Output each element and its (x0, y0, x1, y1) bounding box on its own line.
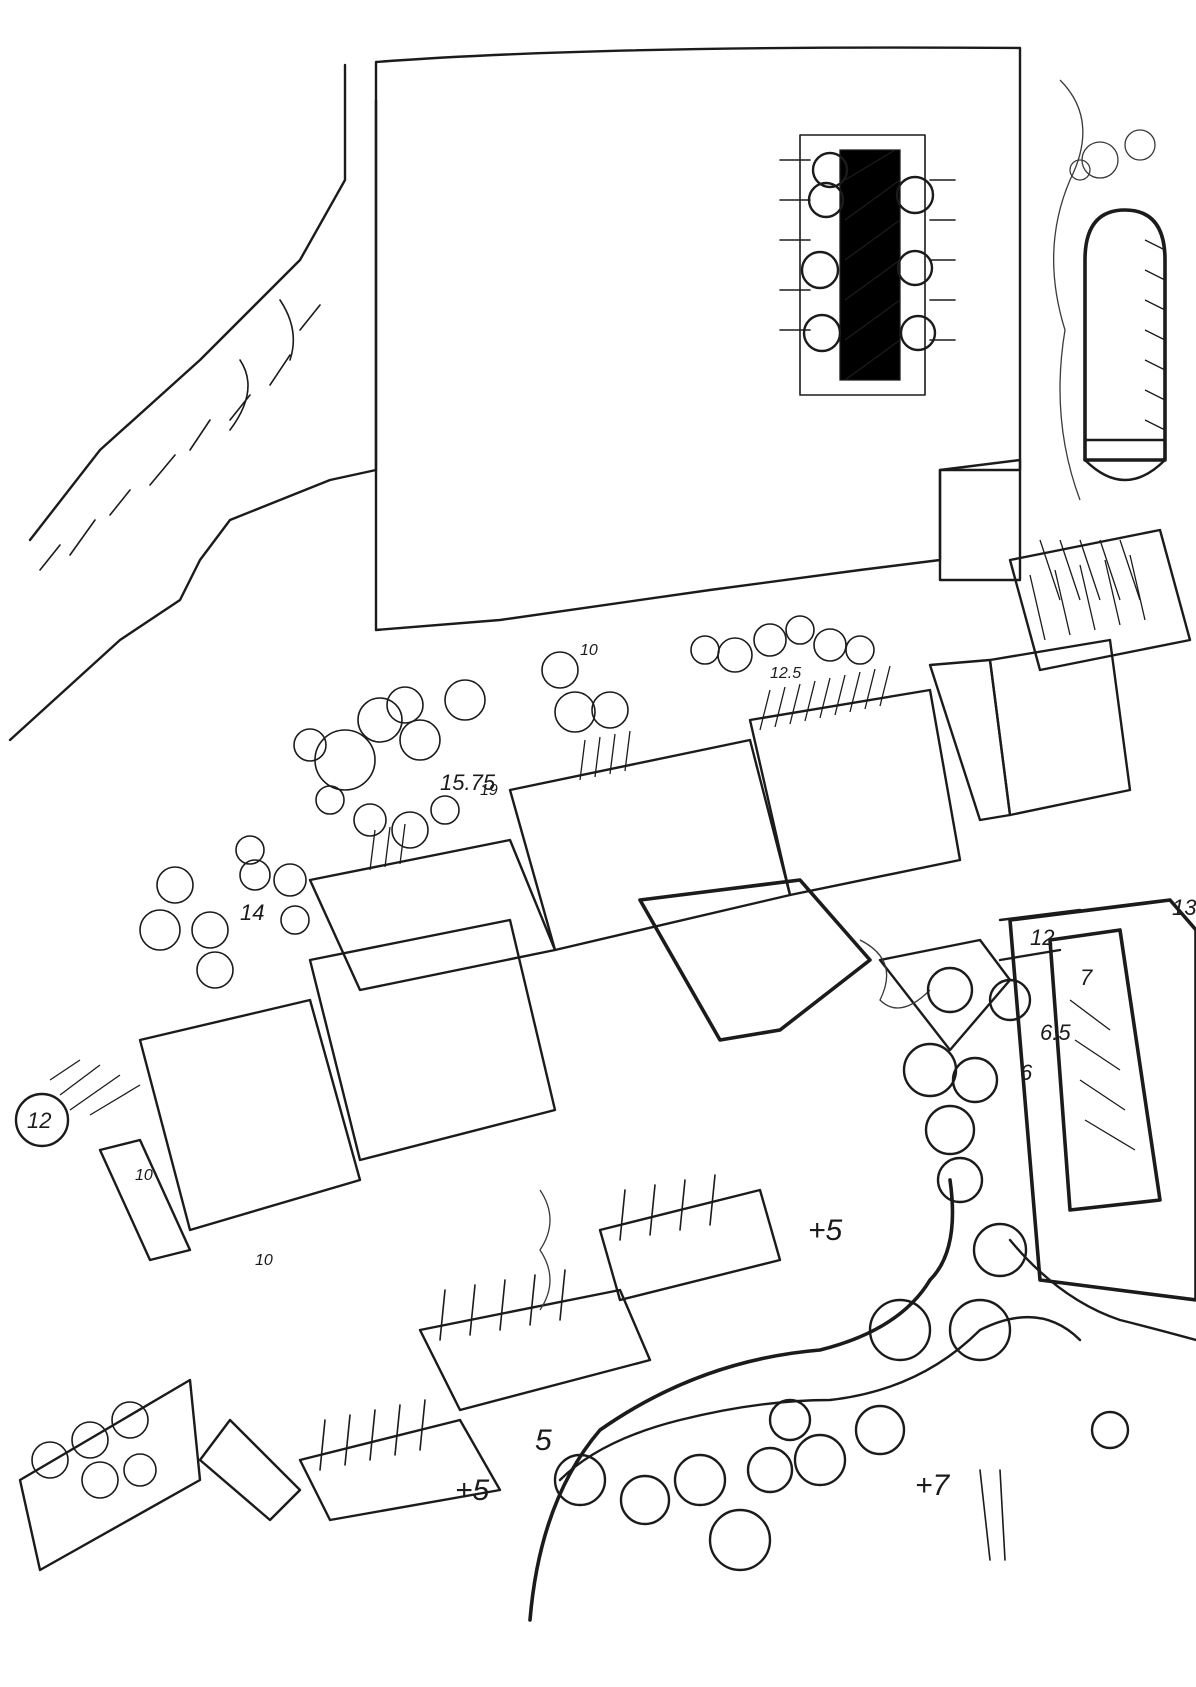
label-plus5-right: +5 (808, 1214, 843, 1247)
label-12-circled: 12 (27, 1108, 51, 1133)
label-14: 14 (240, 900, 264, 925)
label-6-5: 6.5 (1040, 1020, 1071, 1045)
oval-pool (1052, 79, 1167, 501)
label-10-bottom: 10 (255, 1252, 273, 1269)
terrace-hatching (49, 539, 1141, 1116)
winding-path (528, 966, 1196, 1622)
lower-left-steps (18, 1174, 782, 1572)
pond-and-garden (638, 878, 1196, 1302)
circled-label-ring (14, 1092, 70, 1148)
terrace-blocks (98, 458, 1132, 1262)
label-12-box: 12 (1030, 925, 1054, 950)
label-15-75: 15.75 (440, 770, 496, 795)
upper-right-terrace (1008, 528, 1192, 672)
tree-grove-parking (779, 134, 956, 396)
label-12-5: 12.5 (770, 665, 801, 682)
label-10-left: 10 (135, 1167, 153, 1184)
label-19: 19 (480, 782, 498, 799)
label-plus5-bottom: +5 (455, 1474, 490, 1507)
label-5: 5 (535, 1424, 552, 1457)
label-6: 6 (1020, 1060, 1033, 1085)
diagonal-walkway (8, 63, 378, 742)
terrace-tree-clusters (139, 615, 875, 989)
label-10-top: 10 (580, 642, 598, 659)
elevation-labels: 12 +5 +5 +7 5 12 13 7 6.5 6 14 15.75 12.… (14, 642, 1196, 1507)
label-7: 7 (1080, 965, 1093, 990)
label-plus7: +7 (915, 1469, 951, 1502)
label-13: 13 (1172, 895, 1196, 920)
